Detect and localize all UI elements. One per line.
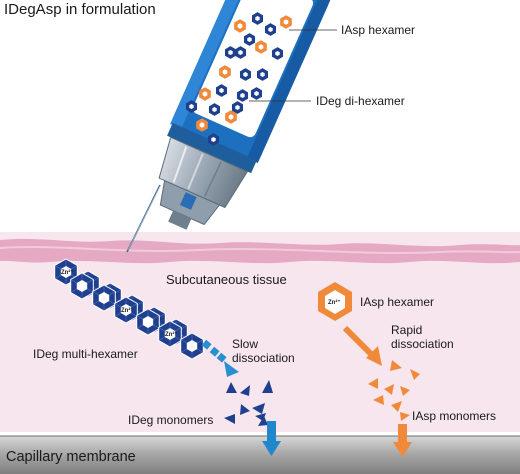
ideg-multihexamer-chain: Zn²⁺Zn²⁺Zn²⁺Zn²⁺Zn²⁺ — [54, 258, 204, 360]
zinc-label: Zn²⁺ — [61, 269, 74, 276]
subcutaneous-tissue-area — [0, 232, 520, 432]
ideg-multihexamer-label: IDeg multi-hexamer — [33, 347, 138, 361]
iasp-hexamer-tissue: Zn²⁺ — [318, 282, 352, 321]
ideg-dihexamer-label: IDeg di-hexamer — [316, 94, 405, 108]
ideg-monomers — [224, 380, 273, 426]
iasp-hexamer-pen-label: IAsp hexamer — [341, 23, 415, 37]
iasp-absorption-arrow — [393, 424, 412, 457]
subcutaneous-tissue-label: Subcutaneous tissue — [166, 272, 287, 287]
rapid-dissociation-arrow — [342, 325, 382, 366]
rapid-dissociation-label-1: Rapid — [391, 323, 422, 337]
capillary-membrane-label: Capillary membrane — [6, 449, 136, 465]
iasp-monomers — [368, 360, 420, 421]
rapid-dissociation-label-2: dissociation — [391, 337, 454, 351]
ideg-absorption-arrow — [262, 421, 281, 456]
ideg-monomers-label: IDeg monomers — [128, 413, 213, 427]
slow-dissociation-label-2: dissociation — [232, 351, 295, 365]
svg-text:Zn²⁺: Zn²⁺ — [328, 299, 341, 306]
needle — [126, 184, 161, 253]
zinc-label: Zn²⁺ — [121, 307, 134, 314]
capillary-membrane — [0, 436, 520, 474]
title: IDegAsp in formulation — [4, 1, 156, 18]
iasp-monomers-label: IAsp monomers — [412, 409, 496, 423]
slow-dissociation-arrow — [201, 339, 239, 377]
iasp-hexamer-tissue-label: IAsp hexamer — [360, 295, 434, 309]
slow-dissociation-label-1: Slow — [232, 337, 258, 351]
zinc-label: Zn²⁺ — [165, 331, 178, 338]
cartridge-window — [192, 0, 314, 138]
